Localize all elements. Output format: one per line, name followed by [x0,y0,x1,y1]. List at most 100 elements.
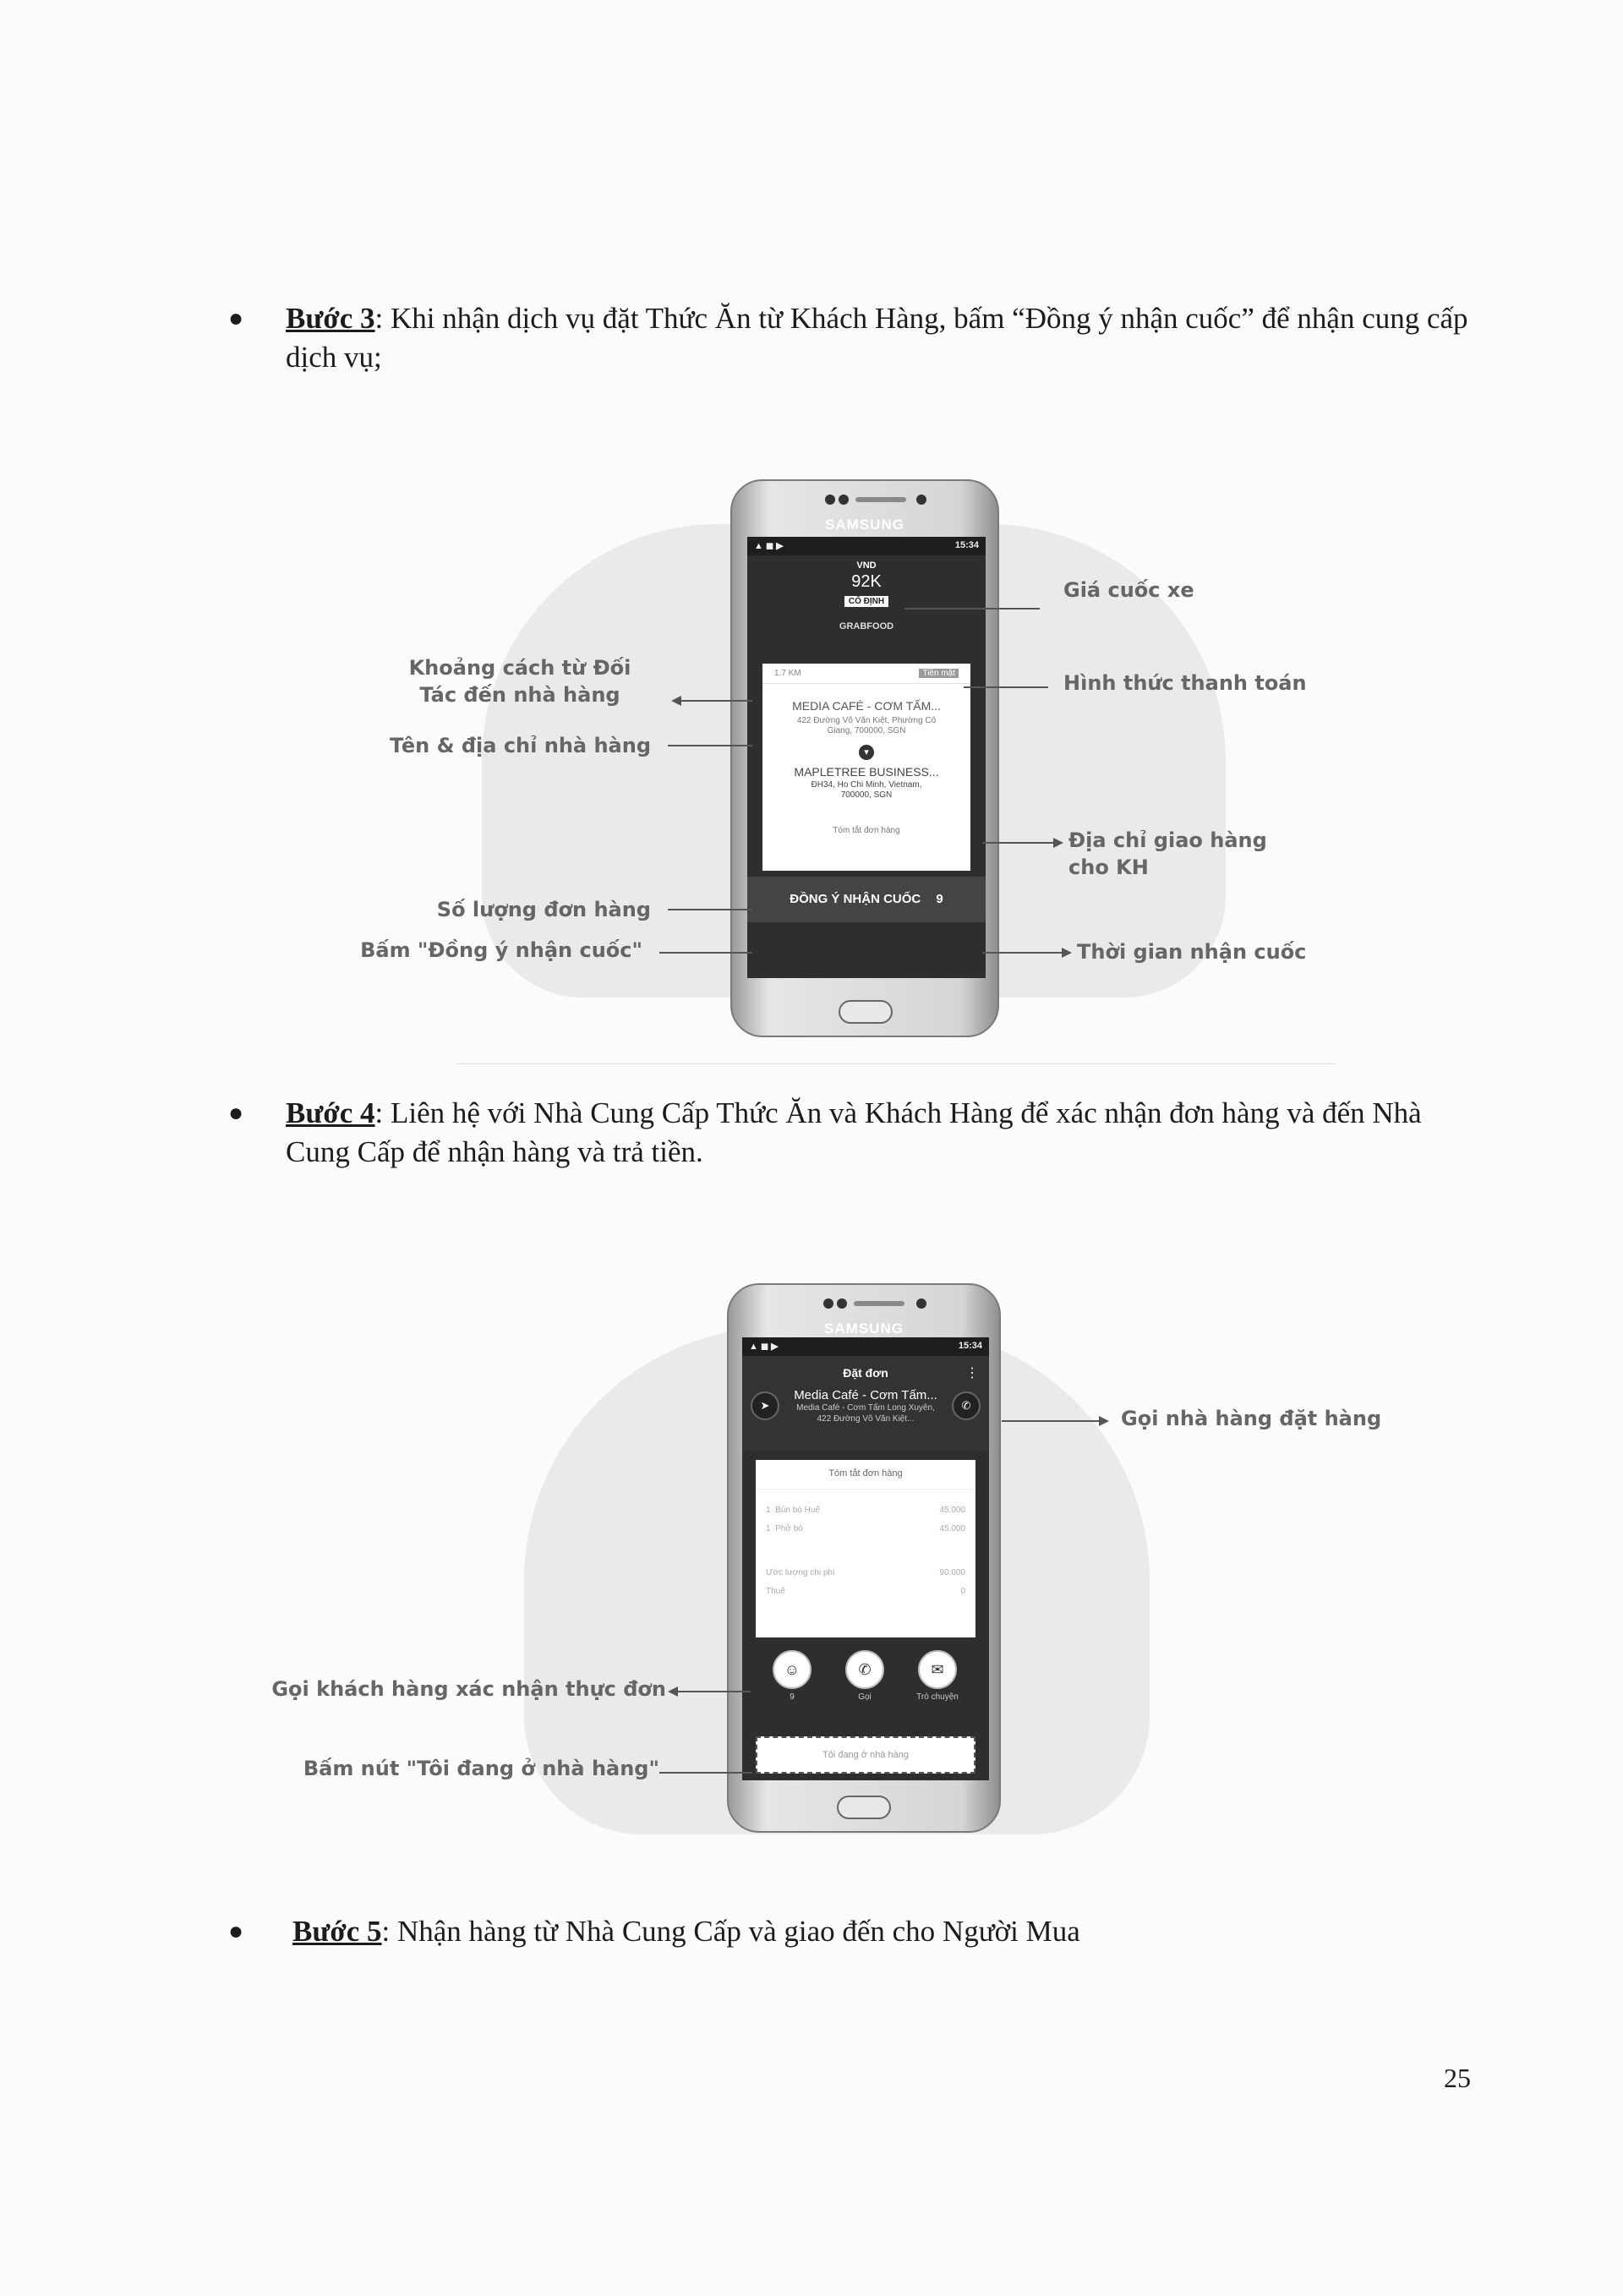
order-summary-link[interactable]: Tóm tắt đơn hàng [833,826,900,835]
camera-icon [837,1298,847,1309]
service-label: GRABFOOD [839,621,894,631]
callout-dropoff: Địa chỉ giao hàng cho KH [1068,828,1267,879]
callout-line [982,952,1067,954]
callout-call-restaurant: Gọi nhà hàng đặt hàng [1121,1407,1382,1430]
status-time: 15:34 [958,1341,982,1351]
chat-button[interactable]: ✉ [918,1650,957,1689]
order-card[interactable]: 1.7 KM Tiền mặt MEDIA CAFÉ - CƠM TẤM... … [762,664,970,871]
camera-icon [839,495,849,505]
divider [456,1063,1336,1064]
home-button[interactable] [839,1000,893,1024]
distance-row: 1.7 KM Tiền mặt [762,664,970,684]
arrow-left-icon [668,1686,678,1697]
price-block: VND 92K CỐ ĐỊNH GRABFOOD [747,560,986,631]
callout-timer: Thời gian nhận cuốc [1077,940,1307,964]
arrow-right-icon [1099,1416,1109,1426]
callout-line [964,686,1048,688]
figure-accept-order: SAMSUNG ▲ ◼ ▶15:34 VND 92K CỐ ĐỊNH GRABF… [360,440,1319,1048]
step-text: : Khi nhận dịch vụ đặt Thức Ăn từ Khách … [286,302,1468,374]
at-restaurant-button[interactable]: Tôi đang ở nhà hàng [756,1736,975,1774]
action-label: 9 [790,1692,795,1702]
callout-call-customer: Gọi khách hàng xác nhận thực đơn [271,1677,666,1701]
step-label: Bước 3 [286,302,375,335]
step-text: : Nhận hàng từ Nhà Cung Cấp và giao đến … [381,1915,1080,1948]
arrow-right-icon [1053,838,1063,848]
callout-line [676,700,752,702]
phone-1: SAMSUNG ▲ ◼ ▶15:34 VND 92K CỐ ĐỊNH GRABF… [730,479,999,1037]
brand-logo: SAMSUNG [824,1320,904,1337]
brand-logo: SAMSUNG [825,517,904,533]
callout-line [668,745,752,746]
step-label: Bước 4 [286,1096,375,1129]
step-text: : Liên hệ với Nhà Cung Cấp Thức Ăn và Kh… [286,1096,1422,1168]
call-button[interactable]: ✆ [845,1650,884,1689]
dropoff-name: MAPLETREE BUSINESS... [794,765,939,779]
callout-distance: Khoảng cách từ Đối Tác đến nhà hàng [408,656,631,707]
price-tag-badge: CỐ ĐỊNH [844,596,889,607]
status-bar: ▲ ◼ ▶15:34 [747,537,986,555]
front-camera-icon [916,495,926,505]
camera-icon [825,495,835,505]
bullet-icon: ● [228,1917,244,1945]
order-header: Đặt đơn ⋮ Media Café - Cơm Tấm... Media … [742,1356,989,1451]
callout-accept: Bấm "Đồng ý nhận cuốc" [360,938,642,962]
callout-price: Giá cuốc xe [1063,578,1194,602]
callout-line [668,909,752,910]
bullet-icon: ● [228,304,244,332]
callout-line [982,842,1058,844]
currency-label: VND [856,560,877,571]
figure-contact-restaurant: SAMSUNG ▲ ◼ ▶15:34 Đặt đơn ⋮ Media Café … [271,1200,1386,1860]
phone-2: SAMSUNG ▲ ◼ ▶15:34 Đặt đơn ⋮ Media Café … [727,1283,1001,1833]
payment-badge: Tiền mặt [919,669,959,678]
price-value: 92K [851,572,882,591]
callout-at-restaurant: Bấm nút "Tôi đang ở nhà hàng" [303,1757,659,1780]
step-4: ● Bước 4: Liên hệ với Nhà Cung Cấp Thức … [228,1094,1478,1172]
arrow-right-icon [1062,948,1072,958]
status-bar: ▲ ◼ ▶15:34 [742,1337,989,1356]
home-button[interactable] [837,1796,891,1819]
callout-line [659,1772,752,1774]
camera-icon [823,1298,833,1309]
speaker-grille [854,1301,904,1306]
route-pin-icon: ▾ [859,745,874,760]
call-customer-button[interactable]: ☺ [773,1650,812,1689]
front-camera-icon [916,1298,926,1309]
page-number: 25 [1444,2063,1471,2093]
speaker-grille [855,497,906,502]
restaurant-address: Media Café - Cơm Tấm Long Xuyên, 422 Đườ… [796,1403,935,1424]
callout-restaurant: Tên & địa chỉ nhà hàng [389,734,651,757]
action-label: Trò chuyện [916,1692,959,1702]
more-menu-icon[interactable]: ⋮ [965,1366,979,1380]
phone-screen: ▲ ◼ ▶15:34 Đặt đơn ⋮ Media Café - Cơm Tấ… [742,1337,989,1780]
phone-screen: ▲ ◼ ▶15:34 VND 92K CỐ ĐỊNH GRABFOOD 1.7 … [747,537,986,978]
callout-line [659,952,752,954]
callout-items: Số lượng đơn hàng [436,898,651,921]
accept-order-button[interactable]: ĐỒNG Ý NHẬN CUỐC 9 [747,877,986,922]
callout-line [904,608,1040,610]
bullet-icon: ● [228,1099,244,1127]
dropoff-address: ĐH34, Ho Chi Minh, Vietnam, 700000, SGN [811,780,922,800]
callout-line [1002,1420,1103,1422]
accept-timer: 9 [936,892,943,906]
restaurant-name: Media Café - Cơm Tấm... [794,1388,937,1402]
callout-payment: Hình thức thanh toán [1063,671,1307,695]
call-restaurant-button[interactable]: ✆ [952,1391,981,1420]
status-time: 15:34 [954,540,979,550]
step-label: Bước 5 [292,1915,382,1948]
restaurant-address: 422 Đường Võ Văn Kiệt, Phường Cô Giang, … [796,716,937,735]
step-3: ● Bước 3: Khi nhận dịch vụ đặt Thức Ăn t… [228,299,1478,377]
action-label: Gọi [858,1692,872,1702]
step-5: ● Bước 5: Nhận hàng từ Nhà Cung Cấp và g… [228,1912,1478,1951]
restaurant-name: MEDIA CAFÉ - CƠM TẤM... [792,699,941,713]
page-title: Đặt đơn [843,1366,888,1380]
callout-line [673,1691,751,1692]
accept-label: ĐỒNG Ý NHẬN CUỐC [790,892,921,906]
arrow-left-icon [671,696,681,706]
order-summary-title: Tóm tắt đơn hàng [756,1460,975,1490]
navigate-icon[interactable]: ➤ [751,1391,779,1420]
